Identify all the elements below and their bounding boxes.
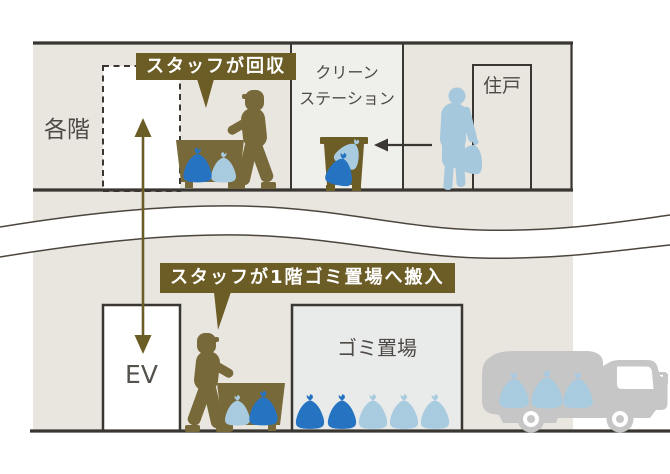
residence-label: 住戸 <box>482 75 521 97</box>
elevator-box <box>101 303 182 433</box>
dropoff-arrow-head <box>374 138 388 152</box>
elevator-arrow <box>134 118 152 354</box>
storage-label: ゴミ置場 <box>337 336 417 360</box>
floor-break-waves <box>0 205 670 260</box>
callout-staff-moves: スタッフが1階ゴミ置場へ搬入 <box>160 263 455 293</box>
clean-station-label-line2: ステーション <box>299 88 395 108</box>
clean-station-label: クリーン ステーション <box>291 60 403 111</box>
floor-label: 各階 <box>44 117 90 143</box>
truck-window <box>617 366 654 389</box>
elevator-shaft-dashed <box>102 65 181 192</box>
elevator-label: EV <box>125 360 158 389</box>
truck-wheel-hub <box>527 415 535 423</box>
callout-tail <box>197 79 214 108</box>
callout-tail <box>214 292 231 330</box>
callout-staff-collects: スタッフが回収 <box>136 53 296 80</box>
clean-station-label-line1: クリーン <box>315 63 379 82</box>
resident-icon <box>440 87 491 191</box>
truck-wheel-hub <box>616 415 624 423</box>
